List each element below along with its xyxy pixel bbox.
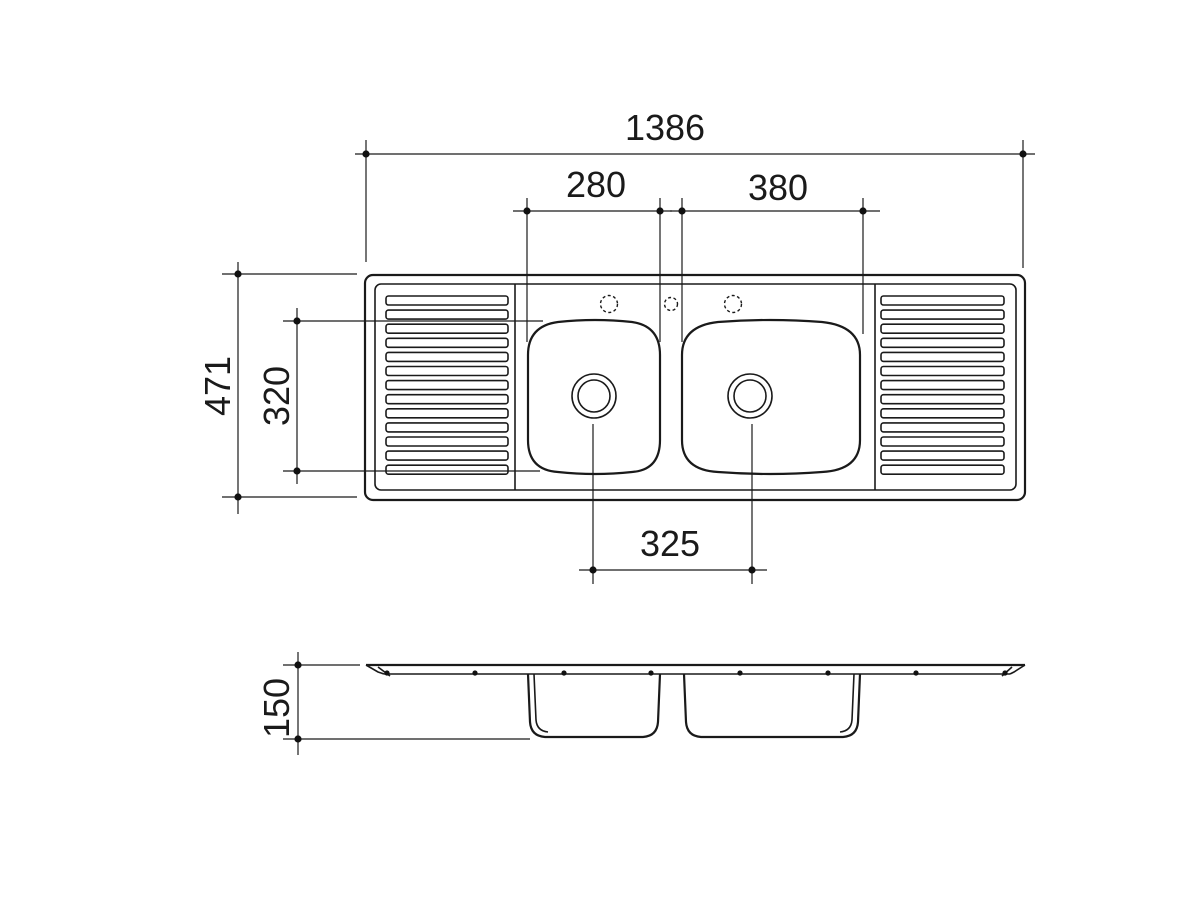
- right-bowl-width-label: 380: [748, 167, 808, 208]
- left-drainer-rib: [385, 323, 509, 335]
- left-drainer-rib: [385, 450, 509, 461]
- deck-fixing-point: [1002, 670, 1008, 676]
- deck-fixing-point: [737, 670, 743, 676]
- right-drainer-rib: [880, 295, 1005, 306]
- right-drainer-rib: [880, 422, 1005, 433]
- right-waste-outer: [727, 373, 773, 419]
- deck-fixing-point: [561, 670, 567, 676]
- dimension-overall-length: 1386: [355, 107, 1035, 268]
- dimension-left-bowl-width: 280: [513, 164, 672, 342]
- bowl-depth-label: 320: [256, 366, 297, 426]
- left-drainer-ribs: [385, 295, 509, 476]
- right-drainer-rib: [880, 393, 1005, 405]
- right-drainer-rib: [880, 379, 1005, 391]
- left-drainer-rib: [385, 295, 509, 306]
- right-drainer-rib: [880, 464, 1005, 476]
- left-drainer-rib: [385, 351, 509, 363]
- left-drainer-rib: [385, 309, 509, 320]
- left-drainer-rib: [385, 393, 509, 405]
- right-drainer-rib: [880, 351, 1005, 363]
- right-drainer-rib: [880, 309, 1005, 320]
- waste-spacing-label: 325: [640, 523, 700, 564]
- left-drainer-rib: [385, 365, 509, 377]
- left-bowl-outline: [526, 318, 662, 476]
- left-drainer-rib: [385, 464, 509, 476]
- left-drainer-rib: [385, 422, 509, 433]
- left-waste-outer: [571, 373, 617, 419]
- right-waste-inner: [733, 379, 767, 413]
- left-drainer-rib: [385, 436, 509, 447]
- left-drainer-rib: [385, 407, 509, 419]
- right-drainer-rib: [880, 337, 1005, 349]
- bowl-height-label: 150: [256, 678, 297, 738]
- side-left-bowl-inner: [533, 673, 549, 733]
- dimension-bowl-depth: 320: [256, 308, 543, 484]
- side-right-bowl-inner: [839, 673, 855, 733]
- deck-fixing-point: [472, 670, 478, 676]
- deck-fixing-point: [913, 670, 919, 676]
- dimension-right-bowl-width: 380: [670, 167, 880, 342]
- left-drainer-rib: [385, 379, 509, 391]
- tap-hole-center: [663, 296, 679, 312]
- left-drainer-rib: [385, 337, 509, 349]
- overall-length-label: 1386: [625, 107, 705, 148]
- side-view: 150: [256, 652, 1026, 755]
- dimension-waste-spacing: 325: [579, 424, 767, 584]
- right-bowl-outline: [680, 318, 862, 476]
- side-left-bowl-profile: [526, 673, 662, 739]
- right-drainer-rib: [880, 436, 1005, 447]
- plan-view: 1386 280 380 471: [197, 107, 1035, 584]
- side-right-bowl-profile: [682, 673, 862, 739]
- sink-outer-outline: [363, 273, 1027, 502]
- tap-hole-right: [723, 294, 743, 314]
- sink-inner-rim: [374, 283, 1017, 491]
- left-waste-inner: [577, 379, 611, 413]
- side-deck-fixing-points: [384, 670, 1008, 676]
- right-drainer-rib: [880, 450, 1005, 461]
- tap-hole-left: [599, 294, 619, 314]
- right-drainer-rib: [880, 323, 1005, 335]
- dimension-overall-depth: 471: [197, 262, 357, 514]
- right-drainer-rib: [880, 365, 1005, 377]
- overall-depth-label: 471: [197, 356, 238, 416]
- right-drainer-rib: [880, 407, 1005, 419]
- deck-fixing-point: [825, 670, 831, 676]
- side-deck-right-edge: [1009, 664, 1026, 675]
- dimension-bowl-height: 150: [256, 652, 530, 755]
- side-deck-left-edge: [365, 664, 385, 675]
- deck-fixing-point: [384, 670, 390, 676]
- right-drainer-ribs: [880, 295, 1005, 476]
- left-bowl-width-label: 280: [566, 164, 626, 205]
- deck-fixing-point: [648, 670, 654, 676]
